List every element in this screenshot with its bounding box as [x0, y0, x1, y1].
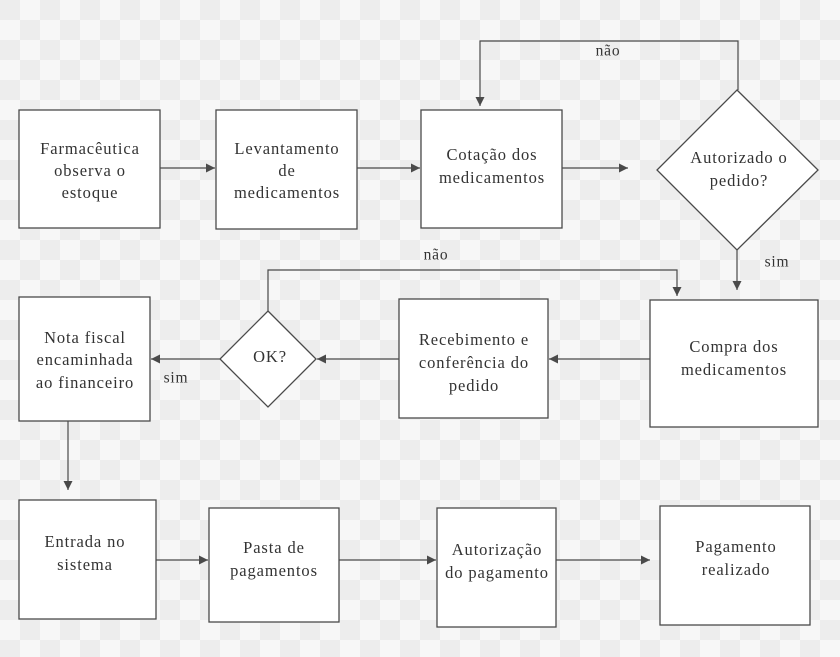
process-box	[208, 507, 340, 623]
decision-diamond	[219, 310, 317, 408]
node-label-line: pedido?	[710, 171, 769, 190]
node-label-line: encaminhada	[37, 350, 134, 369]
node-label-line: pedido	[449, 376, 499, 395]
node-label-line: Nota fiscal	[44, 328, 126, 347]
node-label-line: de	[278, 161, 295, 180]
node-label-line: Recebimento e	[419, 330, 529, 349]
node-label-line: pagamentos	[230, 561, 318, 580]
process-box	[18, 109, 161, 229]
process-box	[215, 109, 358, 230]
process-box	[398, 298, 549, 419]
node-label-line: ao financeiro	[36, 373, 134, 392]
decision-diamond	[656, 89, 819, 251]
edges	[63, 40, 742, 565]
node-label-line: Autorizado o	[690, 148, 787, 167]
node-autorizado-decision: Autorizado o pedido?	[656, 89, 819, 251]
node-label-line: Farmacêutica	[40, 139, 140, 158]
node-entrada: Entrada no sistema	[18, 499, 157, 620]
node-compra: Compra dos medicamentos	[649, 299, 819, 428]
process-box	[18, 296, 151, 422]
node-ok-decision: OK?	[219, 310, 317, 408]
node-label-line: Pagamento	[695, 537, 776, 556]
node-label-line: do pagamento	[445, 563, 549, 582]
edge-labels: não sim não sim	[164, 43, 790, 387]
edge-label-ok-nao: não	[424, 247, 449, 264]
node-label-line: conferência do	[419, 353, 529, 372]
node-label-line: realizado	[702, 560, 771, 579]
node-autorizacao: Autorização do pagamento	[436, 507, 557, 628]
node-label-line: medicamentos	[234, 183, 340, 202]
arrow-autorizado-nao-loop	[475, 40, 739, 106]
node-label-line: medicamentos	[681, 360, 787, 379]
node-pasta: Pasta de pagamentos	[208, 507, 340, 623]
edge-label-autorizado-nao: não	[596, 43, 621, 60]
node-label-line: Entrada no	[45, 532, 126, 551]
node-label-line: Autorização	[452, 540, 543, 559]
node-label-line: Compra dos	[689, 337, 778, 356]
process-box	[436, 507, 557, 628]
process-box	[659, 505, 811, 626]
node-label-line: OK?	[253, 347, 287, 366]
process-box	[420, 109, 563, 229]
process-box	[18, 499, 157, 620]
node-recebimento: Recebimento e conferência do pedido	[398, 298, 549, 419]
node-label-line: observa o	[54, 161, 126, 180]
node-label-line: sistema	[57, 555, 113, 574]
node-label-line: Cotação dos	[446, 145, 537, 164]
node-label-line: Pasta de	[243, 538, 305, 557]
process-box	[649, 299, 819, 428]
node-farmaceutica: Farmacêutica observa o estoque	[18, 109, 161, 229]
node-levantamento: Levantamento de medicamentos	[215, 109, 358, 230]
arrow-ok-nao-loop	[267, 269, 682, 311]
node-label-line: estoque	[62, 183, 119, 202]
node-label-line: medicamentos	[439, 168, 545, 187]
node-pagamento: Pagamento realizado	[659, 505, 811, 626]
node-nota-fiscal: Nota fiscal encaminhada ao financeiro	[18, 296, 151, 422]
edge-label-autorizado-sim: sim	[765, 254, 790, 271]
edge-label-ok-sim: sim	[164, 370, 189, 387]
node-cotacao: Cotação dos medicamentos	[420, 109, 563, 229]
node-label-line: Levantamento	[234, 139, 339, 158]
